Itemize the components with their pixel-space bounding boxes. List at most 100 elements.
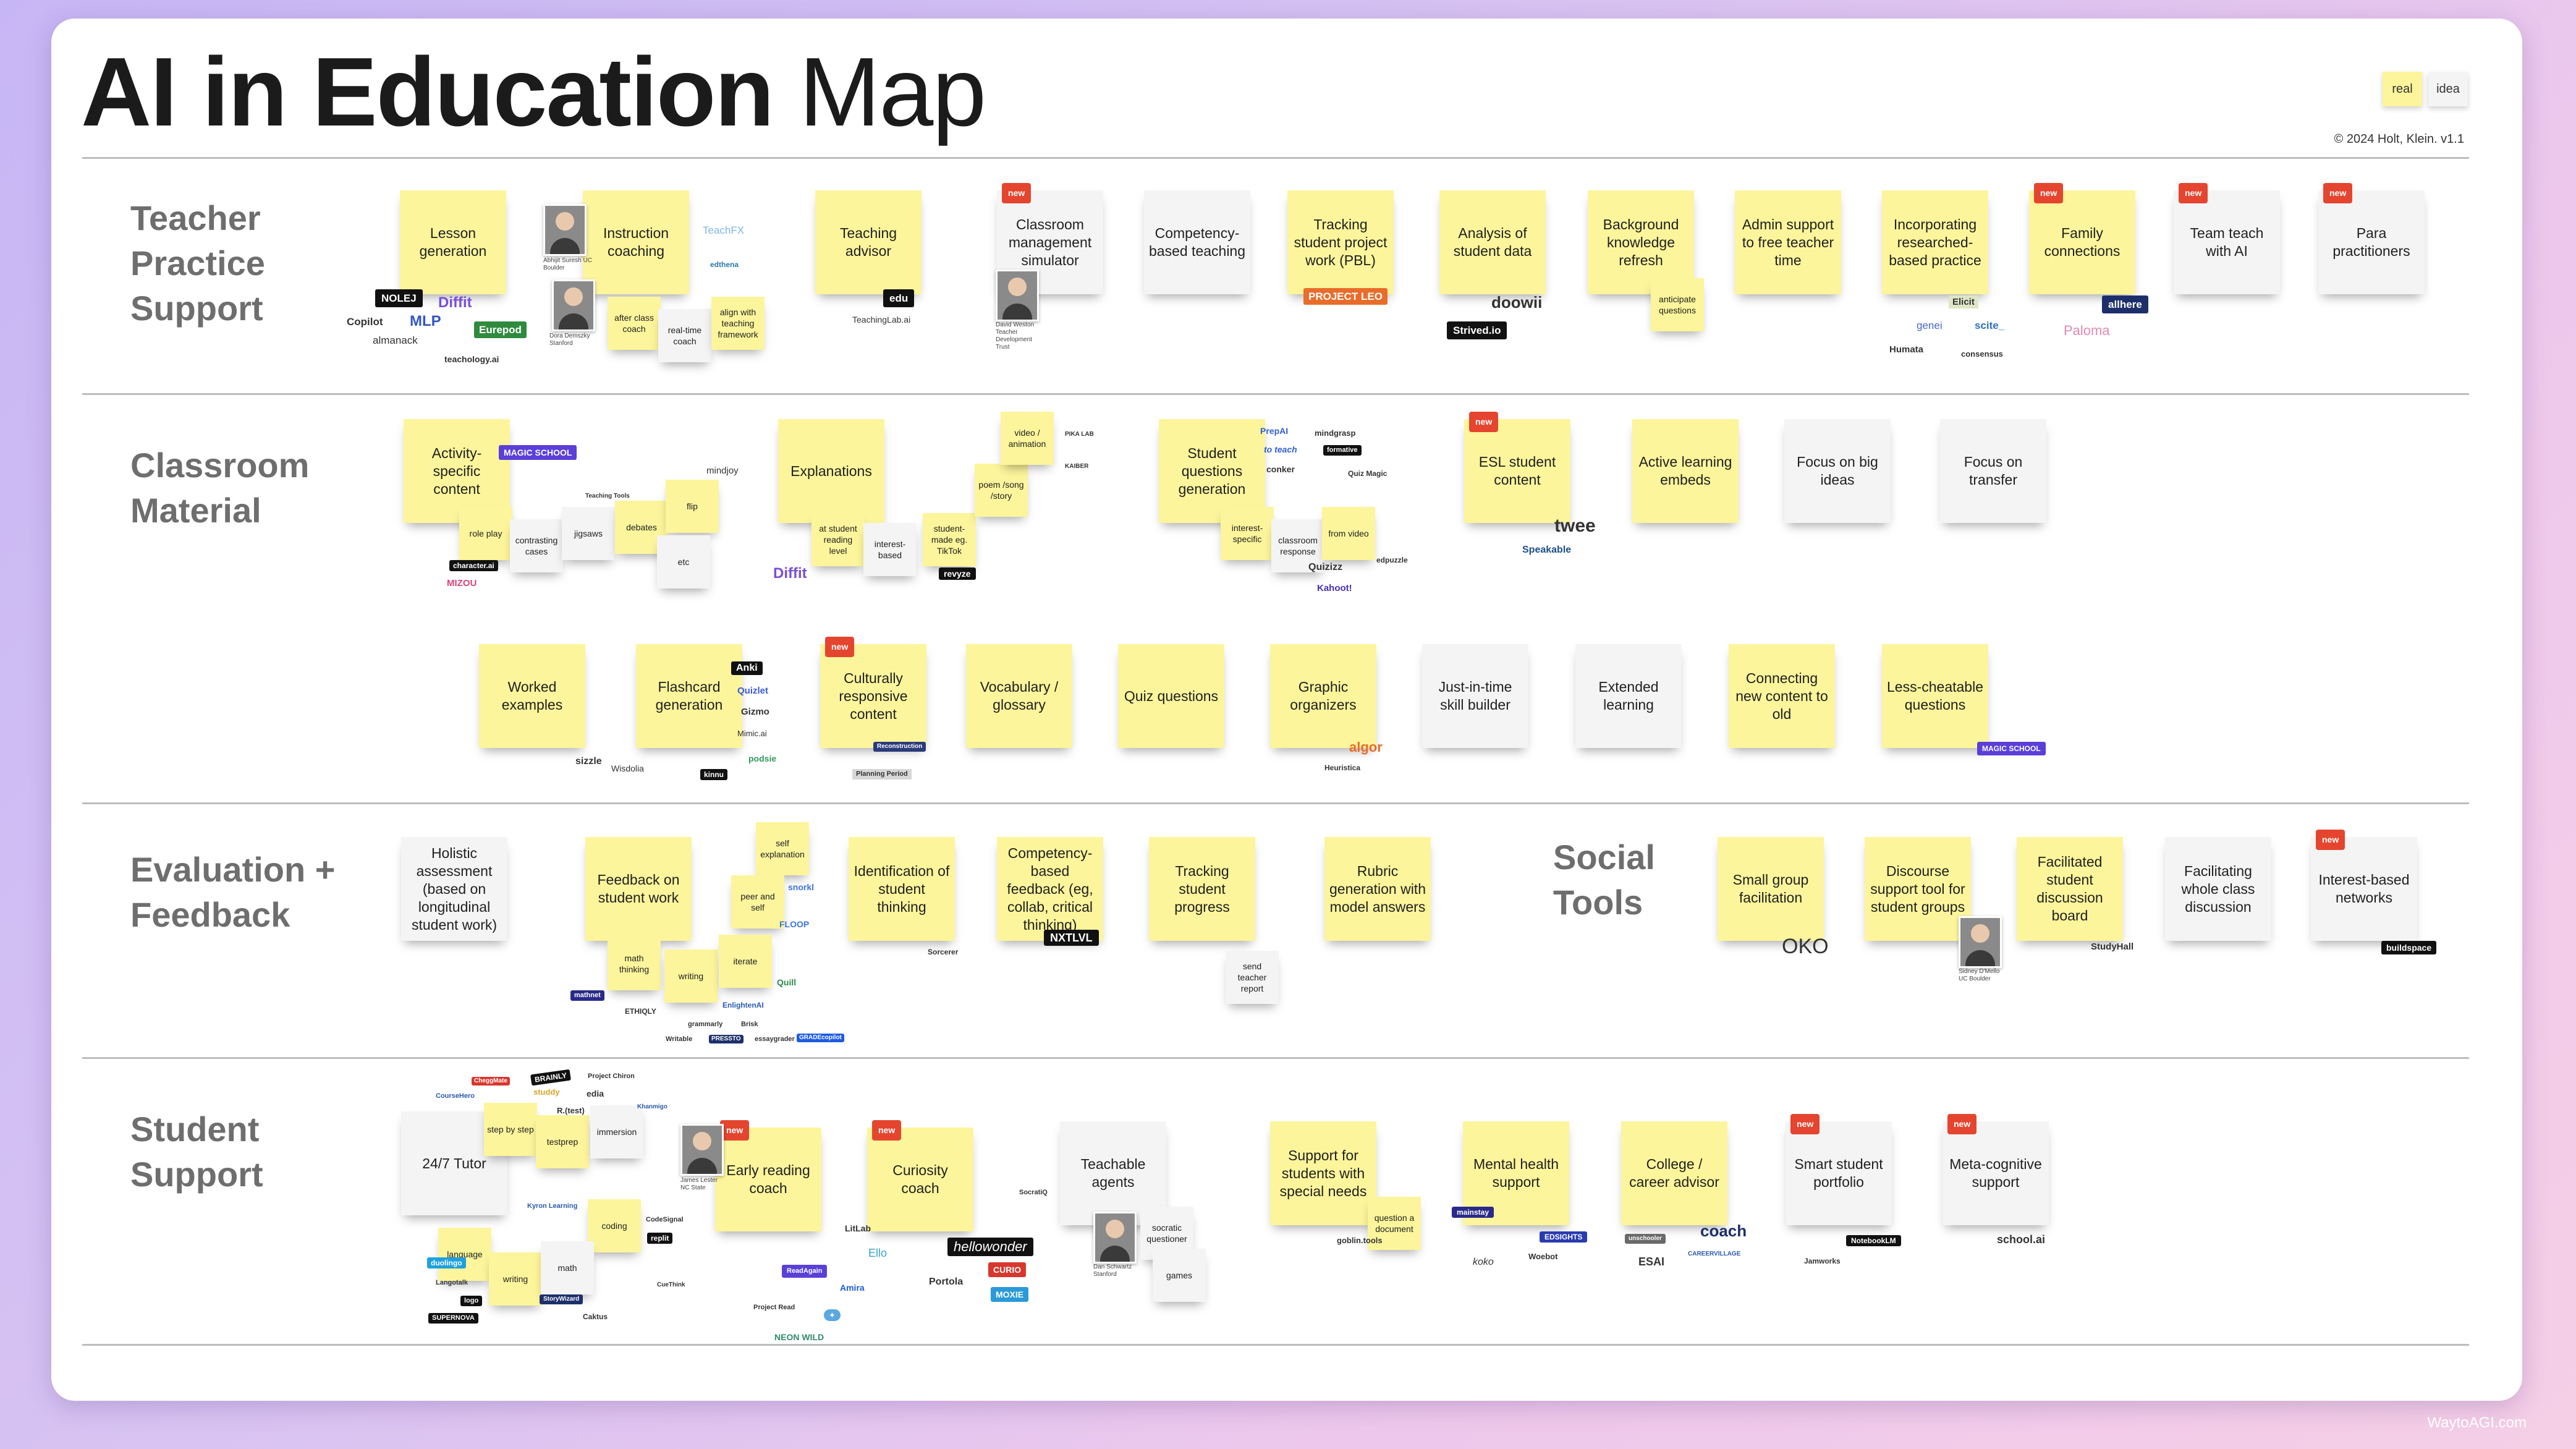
- logo-diffit: Diffit: [438, 294, 472, 311]
- logo-nxtlvl: NXTLVL: [1044, 930, 1099, 946]
- divider: [82, 1057, 2469, 1059]
- portrait-photo: [543, 204, 587, 256]
- caption: Abhijit Suresh UC Boulder: [543, 257, 592, 271]
- note-background-knowledge: Background knowledge refresh: [1588, 190, 1694, 294]
- note-special-needs-support: Support for students with special needs: [1270, 1121, 1376, 1225]
- logo-brisk: Brisk: [741, 1021, 758, 1028]
- logo-kahoot: Kahoot!: [1317, 583, 1352, 593]
- note-student-made: student-made eg. TikTok: [923, 513, 976, 566]
- note-role-play: role play: [459, 507, 512, 560]
- logo-genei: genei: [1917, 320, 1943, 331]
- note-activity-specific-content: Activity-specific content: [404, 419, 510, 523]
- section-student-support: Student Support: [130, 1110, 263, 1194]
- logo-edu: edu: [883, 289, 915, 307]
- note-interest-specific: interest-specific: [1221, 507, 1274, 560]
- logo-quill: Quill: [777, 977, 797, 987]
- logo-elicit: Elicit: [1949, 295, 1978, 308]
- logo-quiz-magic: Quiz Magic: [1348, 469, 1388, 478]
- logo-diffit: Diffit: [773, 565, 807, 582]
- note-writing-tutor: writing: [489, 1252, 542, 1306]
- logo-edia: edia: [587, 1089, 604, 1098]
- logo-cheggmate: CheggMate: [472, 1077, 510, 1086]
- logo-mizou: MIZOU: [447, 578, 477, 589]
- legend-idea-note: idea: [2428, 72, 2468, 106]
- logo-woebot: Woebot: [1528, 1252, 1558, 1261]
- logo-teachology: teachology.ai: [444, 354, 499, 364]
- logo-kinnu: kinnu: [700, 769, 727, 780]
- logo-sorcerer: Sorcerer: [928, 948, 959, 956]
- logo-caktus: Caktus: [583, 1312, 608, 1321]
- logo-enlighten: EnlightenAI: [722, 1001, 764, 1009]
- logo-supernova: SUPERNOVA: [428, 1313, 478, 1324]
- logo-cuethink: CueThink: [657, 1281, 685, 1288]
- logo-logo: logo: [460, 1296, 483, 1306]
- logo-moxie: MOXIE: [991, 1287, 1029, 1302]
- portrait-photo: [1959, 916, 2002, 968]
- logo-edpuzzle: edpuzzle: [1376, 556, 1408, 564]
- note-iterate: iterate: [719, 935, 772, 988]
- map-board: AI in Education Map real idea © 2024 Hol…: [51, 19, 2522, 1401]
- note-testprep: testprep: [536, 1115, 589, 1168]
- logo-scite: scite_: [1975, 320, 2005, 331]
- logo-goblin-tools: goblin.tools: [1337, 1236, 1383, 1245]
- note-send-teacher-report: send teacher report: [1226, 951, 1279, 1004]
- logo-storywizard: StoryWizard: [540, 1294, 583, 1304]
- note-immersion: immersion: [590, 1105, 643, 1158]
- logo-formative: formative: [1323, 445, 1362, 456]
- logo-consensus: consensus: [1961, 349, 2003, 359]
- logo-project-read: Project Read: [753, 1304, 795, 1311]
- note-small-group-facilitation: Small group facilitation: [1718, 837, 1824, 941]
- logo-hellowonder: hellowonder: [947, 1238, 1033, 1256]
- note-interest-based: interest-based: [863, 523, 917, 576]
- note-at-reading-level: at student reading level: [811, 513, 865, 566]
- logo-neon-wild: NEON WILD: [774, 1332, 824, 1342]
- logo-allhere: allhere: [2102, 295, 2148, 313]
- divider: [82, 802, 2469, 804]
- note-flashcard-generation: Flashcard generation: [636, 644, 742, 748]
- portrait-photo: [996, 270, 1039, 321]
- note-graphic-organizers: Graphic organizers: [1270, 644, 1376, 748]
- logo-reconstruction: Reconstruction: [873, 742, 926, 752]
- logo-planning-period: Planning Period: [852, 769, 912, 780]
- note-less-cheatable-questions: Less-cheatable questions: [1882, 644, 1988, 748]
- caption: Dora Demszky Stanford: [549, 333, 590, 347]
- logo-schoolai: school.ai: [1997, 1233, 2046, 1246]
- note-college-career-advisor: College / career advisor: [1621, 1121, 1727, 1225]
- logo-strived: Strived.io: [1447, 321, 1507, 339]
- note-teaching-advisor: Teaching advisor: [815, 190, 922, 294]
- logo-essaygrader: essaygrader: [755, 1035, 795, 1043]
- note-poem-song-story: poem /song /story: [975, 464, 1028, 517]
- note-discourse-support-tool: Discourse support tool for student group…: [1865, 837, 1971, 941]
- logo-esai: ESAI: [1638, 1256, 1665, 1268]
- logo-khanmigo: Khanmigo: [637, 1103, 667, 1110]
- logo-mathnet: mathnet: [570, 990, 604, 1001]
- logo-algor: algor: [1349, 739, 1383, 755]
- logo-replit: replit: [647, 1233, 673, 1244]
- logo-oko: OKO: [1782, 935, 1829, 958]
- logo-twee: twee: [1554, 516, 1596, 536]
- note-flip: flip: [666, 480, 719, 533]
- logo-copilot: Copilot: [347, 316, 383, 328]
- note-active-learning-embeds: Active learning embeds: [1632, 419, 1739, 523]
- logo-notebooklm: NotebookLM: [1846, 1235, 1901, 1246]
- legend-real-note: real: [2383, 72, 2422, 106]
- note-peer-and-self: peer and self: [731, 875, 784, 928]
- logo-readagain: ReadAgain: [782, 1265, 828, 1278]
- note-video-animation: video / animation: [1001, 412, 1054, 465]
- divider: [82, 1344, 2469, 1346]
- logo-curio: CURIO: [988, 1262, 1027, 1277]
- note-math-thinking: math thinking: [608, 937, 661, 990]
- logo-coach: coach: [1700, 1222, 1747, 1240]
- note-instruction-coaching: Instruction coaching: [583, 190, 689, 294]
- logo-teachfx: TeachFX: [703, 224, 745, 236]
